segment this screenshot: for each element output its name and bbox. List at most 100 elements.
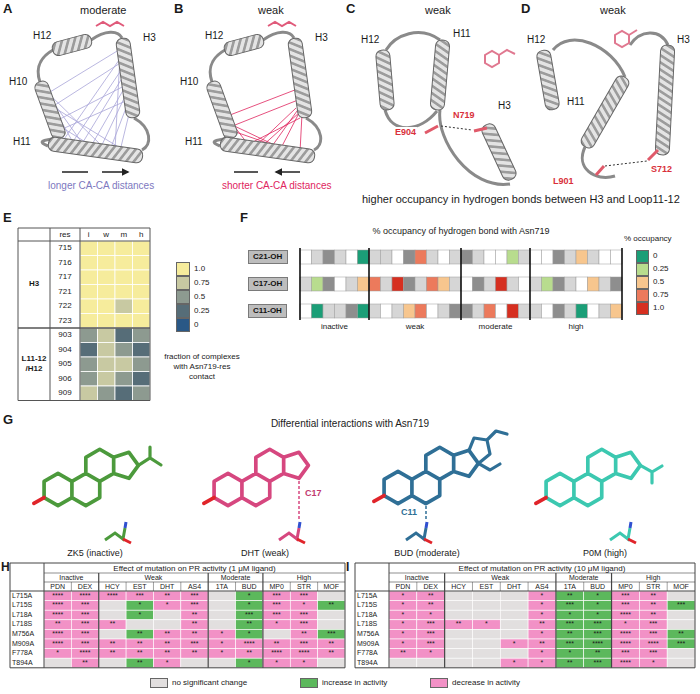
occupancy-cell [438,277,450,291]
significance-stars: *** [181,601,208,610]
protein-cartoon [205,22,321,172]
distance-note: shorter CA-CA distances [222,180,332,192]
occupancy-cell [427,304,439,318]
heatmap-cell [115,270,133,285]
activity-cell [71,610,98,620]
helix-label: H12 [204,30,224,42]
significance-stars: **** [612,630,640,639]
occupancy-cell [438,250,450,264]
heatmap-cell [80,299,98,314]
substituent-box: C17-OH [248,277,288,291]
panel-title: % occupancy of hydrogen bond with Asn719 [300,226,622,237]
ligand-header: AS4 [528,583,556,592]
significance-stars: **** [44,640,71,649]
significance-stars: * [389,601,417,610]
activity-cell [667,601,695,611]
protein-cartoon [33,22,149,172]
heatmap-cell [133,285,151,300]
activity-cell [318,649,345,659]
occupancy-cell [392,250,404,264]
table-rule [416,582,417,591]
occupancy-cell [381,277,393,291]
occupancy-cell [346,304,358,318]
ligand-header: BUD [236,583,263,592]
ligand-header: 1TA [208,583,235,592]
significance-stars: ** [181,620,208,629]
legend-text: 1.0 [653,303,664,313]
mutant-label: L718A [357,611,377,620]
mutant-label: L715A [12,592,32,601]
heatmap-cell [80,285,98,300]
significance-stars: *** [263,592,290,601]
significance-stars: * [500,659,528,668]
mutant-label: F778A [12,649,33,658]
occupancy-cell [323,277,335,291]
table-rule [444,573,445,668]
activity-cell [500,620,528,630]
heatmap-cell [98,241,116,256]
table-rule [71,582,72,591]
occupancy-cell [519,304,531,318]
significance-stars: ** [181,630,208,639]
table-rule [528,582,529,591]
heatmap-cell [80,357,98,372]
activity-cell [667,658,695,668]
occupancy-cell [611,304,623,318]
heatmap-cell [98,343,116,358]
activity-cell [556,610,584,620]
activity-cell [290,649,317,659]
occupancy-cell [369,277,381,291]
region-label: H3 [18,279,50,289]
activity-cell [126,639,153,649]
panel-caption: higher occupancy in hydrogen bonds betwe… [362,193,680,206]
heatmap-cell [115,328,133,343]
significance-stars: * [389,640,417,649]
group-header: High [263,574,345,583]
substituent-label: C17-OH [249,278,287,290]
occupancy-cell [588,277,600,291]
activity-cell [417,591,445,601]
heatmap-cell [133,299,151,314]
occupancy-cell [553,277,565,291]
activity-cell [556,658,584,668]
activity-cell [263,639,290,649]
helix-label: H11 [184,136,204,148]
significance-stars: ** [99,640,126,649]
legend-swatch [176,304,190,318]
helix-label: H3 [497,100,512,112]
significance-stars: **** [236,640,263,649]
legend-swatch [300,678,318,688]
activity-cell [99,610,126,620]
activity-cell [263,649,290,659]
ligand-header: AS4 [181,583,208,592]
panel-letter: C [346,1,355,17]
significance-stars: * [236,592,263,601]
activity-cell [528,649,556,659]
occupancy-cell [300,250,312,264]
significance-stars: **** [290,649,317,658]
heatmap-cell [133,270,151,285]
occupancy-cell [323,250,335,264]
activity-cell [500,629,528,639]
activity-cell [236,591,263,601]
significance-stars: *** [556,620,584,629]
significance-stars: * [389,620,417,629]
activity-cell [181,601,208,611]
residue-number: 904 [50,345,80,355]
significance-stars: * [236,601,263,610]
occupancy-cell [507,304,519,318]
activity-cell [318,629,345,639]
legend-swatch [430,678,448,688]
activity-cell [639,601,667,611]
activity-cell [290,629,317,639]
significance-stars: * [528,592,556,601]
heatmap-cell [115,386,133,401]
mutant-label: L718S [12,620,32,629]
activity-cell [612,610,640,620]
occupancy-cell [300,277,312,291]
legend-text: 0.75 [653,290,669,300]
group-header: Weak [99,574,208,583]
ligand-header: EST [472,583,500,592]
substituent-box: C11-OH [248,304,287,318]
